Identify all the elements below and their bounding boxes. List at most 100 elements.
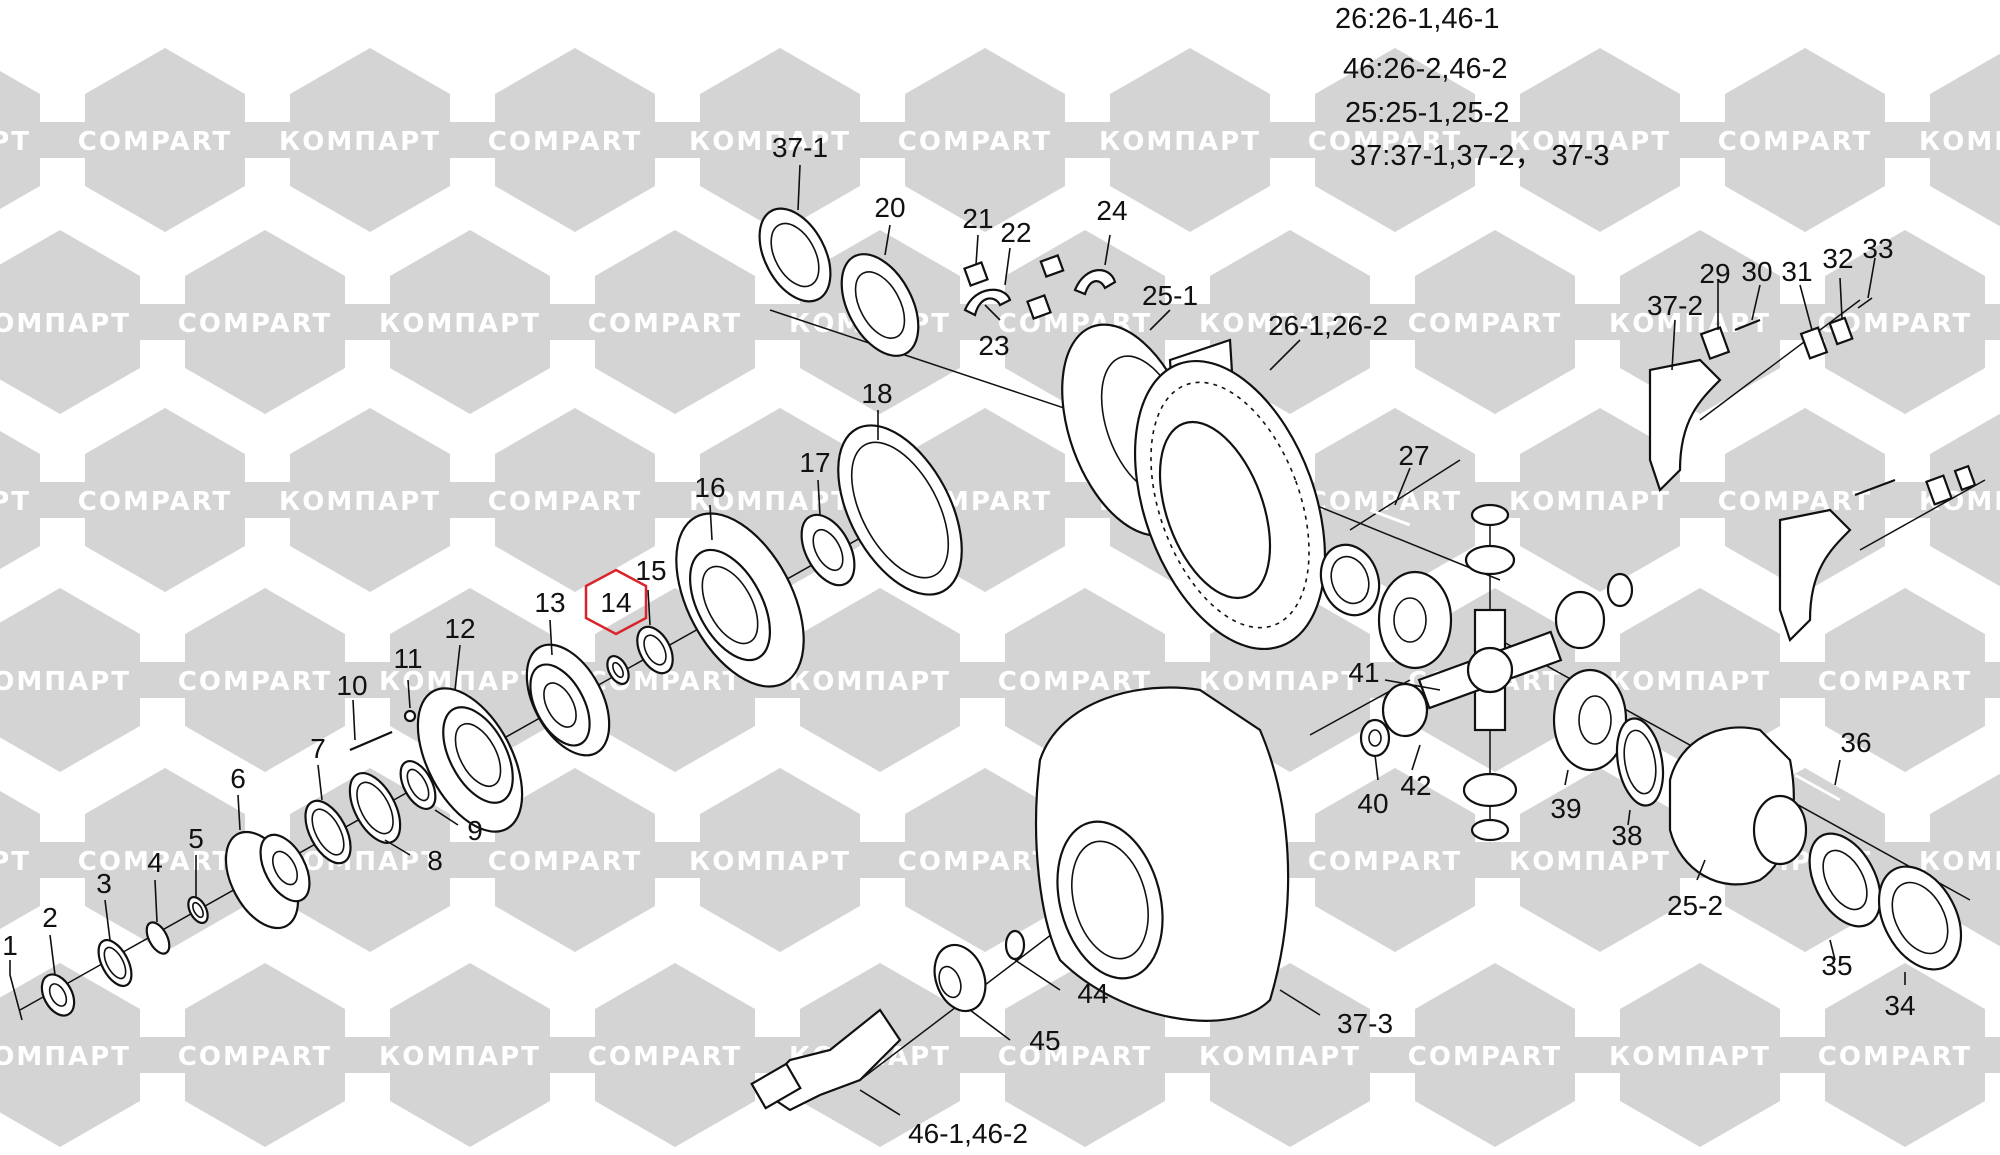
callout-26: 26-1,26-2 (1268, 310, 1388, 341)
watermark-text: COMPART (898, 127, 1052, 157)
part-34-seal (1877, 865, 1963, 971)
callout-21: 21 (962, 203, 993, 234)
watermark-text: КОМПАРТ (1199, 309, 1361, 339)
watermark-tile: COMPART (135, 963, 395, 1147)
watermark-tile: COMPART (445, 48, 705, 232)
part-8-seal (348, 772, 402, 844)
part-3-washer (97, 938, 133, 988)
callout-37-1: 37-1 (772, 132, 828, 163)
callout-32: 32 (1822, 243, 1853, 274)
watermark-text: КОМПАРТ (0, 487, 31, 517)
watermark-tile: КОМПАРТ (1880, 53, 2000, 227)
watermark-text: COMPART (1408, 309, 1562, 339)
watermark-text: КОМПАРТ (0, 847, 31, 877)
callout-18: 18 (861, 378, 892, 409)
watermark-text: COMPART (588, 309, 742, 339)
legend-line-4: 37:37-1,37-2， 37-3 (1350, 140, 1610, 172)
callout-12: 12 (444, 613, 475, 644)
part-39-side-gear (1552, 668, 1628, 772)
watermark-text: КОМПАРТ (1609, 309, 1771, 339)
callout-8: 8 (427, 845, 443, 876)
watermark-text: COMPART (1818, 1042, 1972, 1072)
callout-36: 36 (1840, 727, 1871, 758)
callout-labels: 1 2 3 4 5 6 7 8 9 10 11 12 13 15 16 17 1… (2, 132, 1915, 1149)
part-12-bearing-housing (416, 687, 524, 833)
watermark-tile: КОМПАРТ (0, 230, 190, 414)
part-31-plate (1799, 326, 1829, 360)
watermark-text: COMPART (898, 847, 1052, 877)
callout-41: 41 (1348, 657, 1379, 688)
callout-45: 45 (1029, 1025, 1060, 1056)
callout-27: 27 (1398, 440, 1429, 471)
part-upper-washer (1319, 543, 1381, 617)
watermark-text: КОМПАРТ (1509, 847, 1671, 877)
part-5-oring (187, 895, 209, 925)
highlight-hexagon (584, 568, 648, 636)
watermark-text: КОМПАРТ (689, 487, 851, 517)
part-46-pinion-gear (750, 1008, 902, 1112)
part-7-seal (304, 799, 352, 865)
part-42-pinion (1381, 682, 1429, 738)
part-36-bolt (1794, 773, 1841, 802)
callout-31: 31 (1781, 256, 1812, 287)
callout-5: 5 (188, 823, 204, 854)
watermark-tile: COMPART (1775, 588, 2000, 772)
watermark-text: COMPART (1718, 487, 1872, 517)
part-pinion-bottom (1462, 772, 1518, 842)
watermark-text: КОМПАРТ (1509, 487, 1671, 517)
watermark-text: КОМПАРТ (1609, 1042, 1771, 1072)
callout-42: 42 (1400, 770, 1431, 801)
watermark-text: КОМПАРТ (789, 667, 951, 697)
part-27-bolt (1369, 508, 1411, 527)
watermark-tile: КОМПАРТ (1470, 48, 1730, 232)
watermark-text: COMPART (178, 309, 332, 339)
watermark-tile: КОМПАРТ (240, 48, 500, 232)
watermark-text: COMPART (998, 1042, 1152, 1072)
legend-line-2: 46:26-2,46-2 (1343, 53, 1507, 85)
part-18-gasket (837, 424, 963, 596)
watermark-text: COMPART (1818, 667, 1972, 697)
part-37-1-seal (758, 207, 832, 303)
legend: 26:26-1,46-1 46:26-2,46-2 25:25-1,25-2 3… (1335, 3, 1610, 172)
watermark-tile: КОМПАРТ (1980, 304, 2000, 340)
watermark-tile: COMPART (1365, 230, 1625, 414)
callout-25-2: 25-2 (1667, 890, 1723, 921)
part-17-bearing (800, 513, 856, 587)
callout-46: 46-1,46-2 (908, 1118, 1028, 1149)
watermark-text: COMPART (78, 487, 232, 517)
leader-lines (9, 164, 1906, 1116)
watermark-tile: COMPART (35, 408, 295, 592)
callout-38: 38 (1611, 820, 1642, 851)
callout-1: 1 (2, 930, 18, 961)
watermark-text: COMPART (1308, 487, 1462, 517)
callout-37-3: 37-3 (1337, 1008, 1393, 1039)
part-2-locknut (40, 973, 76, 1017)
watermark-layer: КОМПАРТCOMPARTКОМПАРТCOMPARTКОМПАРТCOMPA… (0, 48, 2000, 1147)
part-29-lock-plate (1699, 325, 1731, 361)
watermark-text: КОМПАРТ (1509, 127, 1671, 157)
part-side-gear-upper (1377, 570, 1453, 670)
part-lower-fasteners (1854, 464, 1977, 506)
part-37-3-axle-housing (1034, 686, 1290, 1022)
callout-20: 20 (874, 192, 905, 223)
watermark-text: COMPART (488, 127, 642, 157)
part-24-clip (1039, 253, 1117, 296)
callout-16: 16 (694, 472, 725, 503)
callout-3: 3 (96, 868, 112, 899)
part-40-washer (1359, 718, 1391, 758)
part-23-nut (1026, 294, 1052, 320)
part-20-bearing-cup (840, 253, 920, 357)
part-30-bolt (1734, 318, 1761, 332)
watermark-text: КОМПАРТ (0, 667, 131, 697)
watermark-text: КОМПАРТ (279, 487, 441, 517)
callout-34: 34 (1884, 990, 1915, 1021)
watermark-text: COMPART (1408, 1042, 1562, 1072)
callout-4: 4 (147, 847, 163, 878)
watermark-tile: КОМПАРТ (1980, 662, 2000, 698)
part-37-2-bearing-cap-lower (1778, 508, 1852, 643)
part-6-flange (224, 830, 311, 930)
watermark-text: COMPART (488, 847, 642, 877)
watermark-text: COMPART (78, 847, 232, 877)
highlight-14-marker[interactable]: 14 (584, 568, 648, 636)
watermark-tile: COMPART (1675, 408, 1935, 592)
